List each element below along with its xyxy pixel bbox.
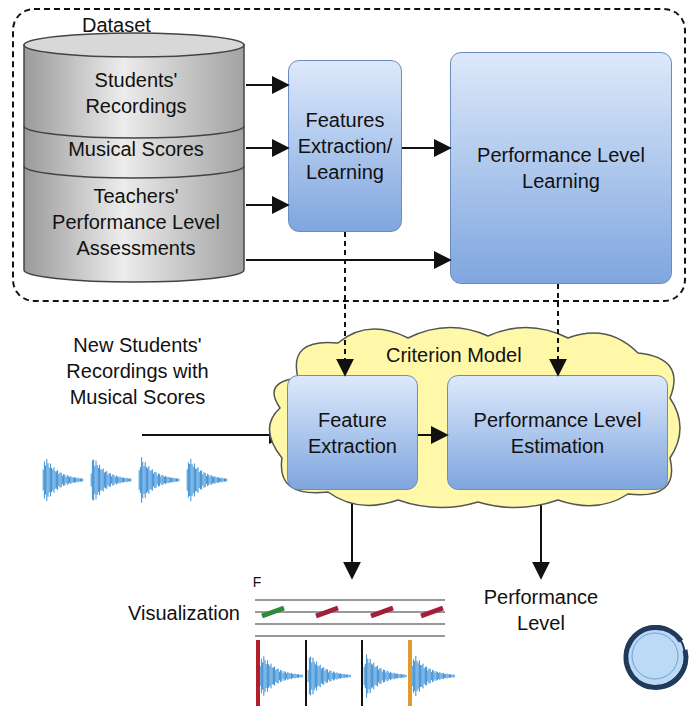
region-heading: Dataset bbox=[82, 12, 151, 38]
onset-markers bbox=[258, 640, 410, 706]
staff-line bbox=[255, 600, 445, 601]
connector-arrow bbox=[402, 147, 450, 149]
database-section: Teachers' Performance Level Assessments bbox=[26, 172, 246, 272]
input-arrow bbox=[142, 434, 285, 436]
node-text: Performance Level Learning bbox=[461, 142, 661, 194]
free-label: Visualization bbox=[128, 600, 238, 626]
process-box: Performance Level Estimation bbox=[447, 375, 668, 490]
cylinder-divider bbox=[24, 126, 244, 138]
level-gauge bbox=[625, 626, 686, 688]
waveform bbox=[42, 457, 227, 503]
cylinder-body bbox=[24, 45, 244, 282]
gauge-arc bbox=[626, 628, 686, 688]
node-text: Feature Extraction bbox=[292, 407, 413, 459]
gauge-inner bbox=[632, 633, 678, 679]
database-section: Students' Recordings bbox=[26, 60, 246, 126]
node-text: Musical Scores bbox=[68, 136, 204, 162]
free-label: New Students' Recordings with Musical Sc… bbox=[35, 332, 240, 410]
free-label: Performance Level bbox=[466, 584, 616, 636]
connector-arrow bbox=[246, 204, 288, 206]
clef-label: F bbox=[250, 574, 264, 590]
connector-arrow bbox=[344, 232, 346, 375]
connector-arrow bbox=[557, 284, 559, 375]
cylinder-top bbox=[24, 33, 244, 57]
connector-arrow bbox=[418, 434, 447, 436]
waveform-stroke bbox=[42, 457, 227, 503]
connector-arrow bbox=[246, 147, 288, 149]
process-box: Feature Extraction bbox=[287, 375, 418, 490]
onset-marker bbox=[305, 640, 307, 706]
database-section: Musical Scores bbox=[26, 130, 246, 168]
onset-marker bbox=[408, 640, 412, 706]
database-cylinder bbox=[24, 33, 244, 282]
node-text: Teachers' Performance Level Assessments bbox=[34, 183, 239, 261]
onset-marker bbox=[361, 640, 363, 706]
note-mark bbox=[316, 608, 338, 616]
waveform bbox=[259, 654, 454, 697]
region-heading: Criterion Model bbox=[386, 342, 522, 368]
node-text: Features Extraction/ Learning bbox=[293, 107, 397, 185]
score-staff bbox=[255, 600, 445, 636]
staff-line bbox=[255, 612, 445, 613]
staff-line bbox=[255, 624, 445, 625]
note-mark bbox=[421, 608, 443, 616]
dataset-region: DatasetStudents' RecordingsMusical Score… bbox=[12, 8, 686, 302]
staff-line bbox=[255, 636, 445, 637]
node-text: Students' Recordings bbox=[61, 67, 211, 119]
connector-arrow bbox=[246, 259, 450, 261]
process-box: Performance Level Learning bbox=[450, 52, 672, 284]
note-mark bbox=[371, 608, 393, 616]
onset-marker bbox=[256, 640, 260, 706]
connector-arrow bbox=[246, 84, 288, 86]
model-cloud: Criterion ModelFeature Extraction Perform… bbox=[258, 318, 690, 514]
note-mark bbox=[262, 608, 284, 616]
node-text: Performance Level Estimation bbox=[458, 407, 658, 459]
waveform-stroke bbox=[259, 654, 454, 697]
cloud-shape bbox=[269, 327, 680, 507]
process-box: Features Extraction/ Learning bbox=[288, 60, 402, 232]
cylinder-divider bbox=[24, 166, 244, 178]
